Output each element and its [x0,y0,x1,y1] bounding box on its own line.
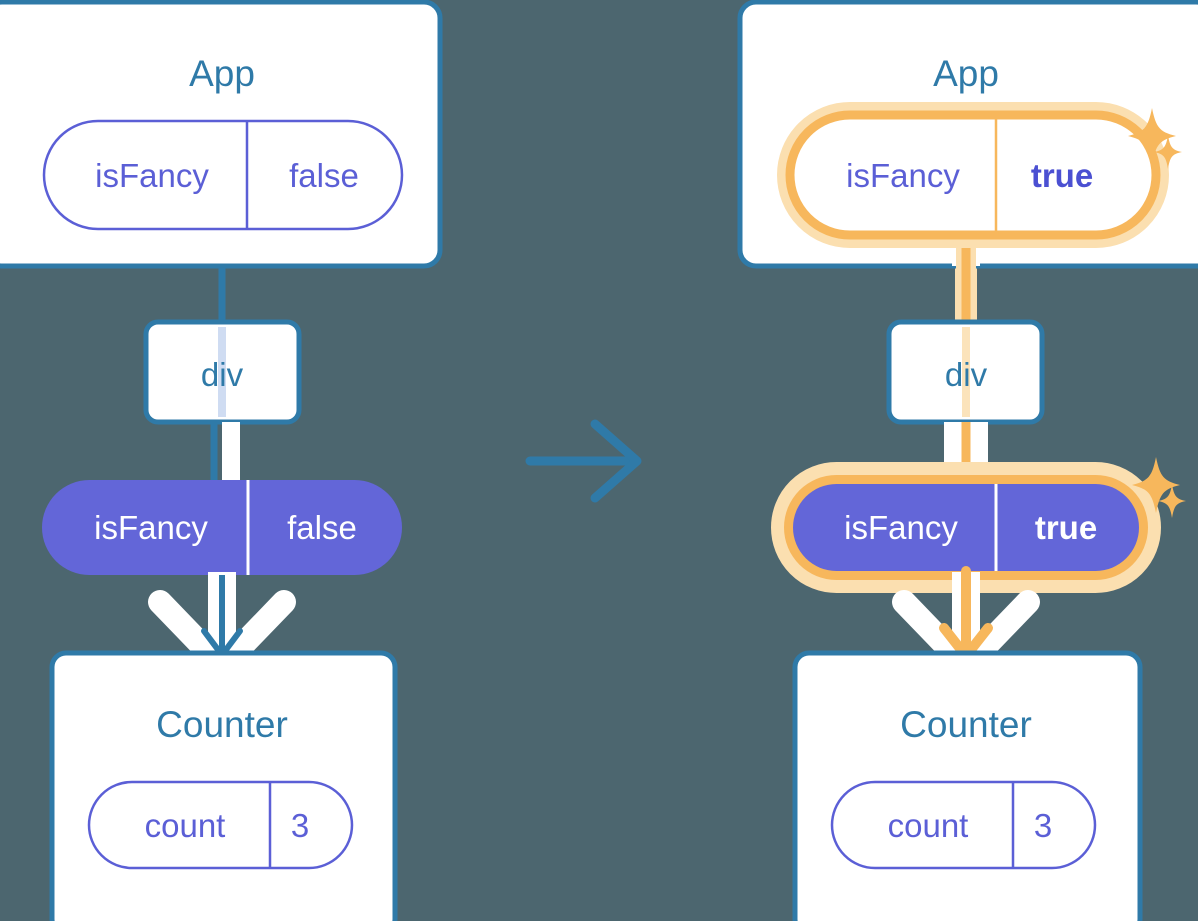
prop-pill-before [42,480,402,575]
sparkle-large-icon-app-after [1128,108,1176,164]
app-state-pill-value-before: false [289,157,359,194]
div-label-before: div [201,356,244,393]
app-state-pill-key-after: isFancy [846,157,960,194]
panel-after: App isFancy true div [737,0,1198,921]
app-title-before: App [189,53,255,94]
app-state-pill-value-after: true [1031,157,1093,194]
transition-arrow-right-icon [525,419,642,503]
prop-stem-white-before [222,422,240,484]
prop-pill-after [793,484,1139,571]
counter-title-after: Counter [900,704,1032,745]
app-state-pill-key-before: isFancy [95,157,209,194]
counter-state-pill-before [87,780,354,870]
counter-state-pill-value-before: 3 [291,807,309,844]
sparkle-large-icon-pill-after [1132,457,1180,513]
counter-title-before: Counter [156,704,288,745]
sparkle-small-icon-pill-after [1158,484,1186,518]
prop-pill-key-before: isFancy [94,509,208,546]
panel-before: App isFancy false div isFancy false [0,0,443,921]
counter-state-pill-key-after: count [888,807,969,844]
prop-pill-key-after: isFancy [844,509,958,546]
counter-state-pill-after [830,780,1097,870]
app-state-pill-after [785,110,1161,240]
prop-pill-value-before: false [287,509,357,546]
div-label-after: div [945,356,988,393]
counter-state-pill-value-after: 3 [1034,807,1052,844]
app-title-after: App [933,53,999,94]
prop-pill-value-after: true [1035,509,1097,546]
counter-state-pill-key-before: count [145,807,226,844]
app-state-pill-before [42,119,404,231]
sparkle-small-icon-app-after [1154,135,1182,169]
